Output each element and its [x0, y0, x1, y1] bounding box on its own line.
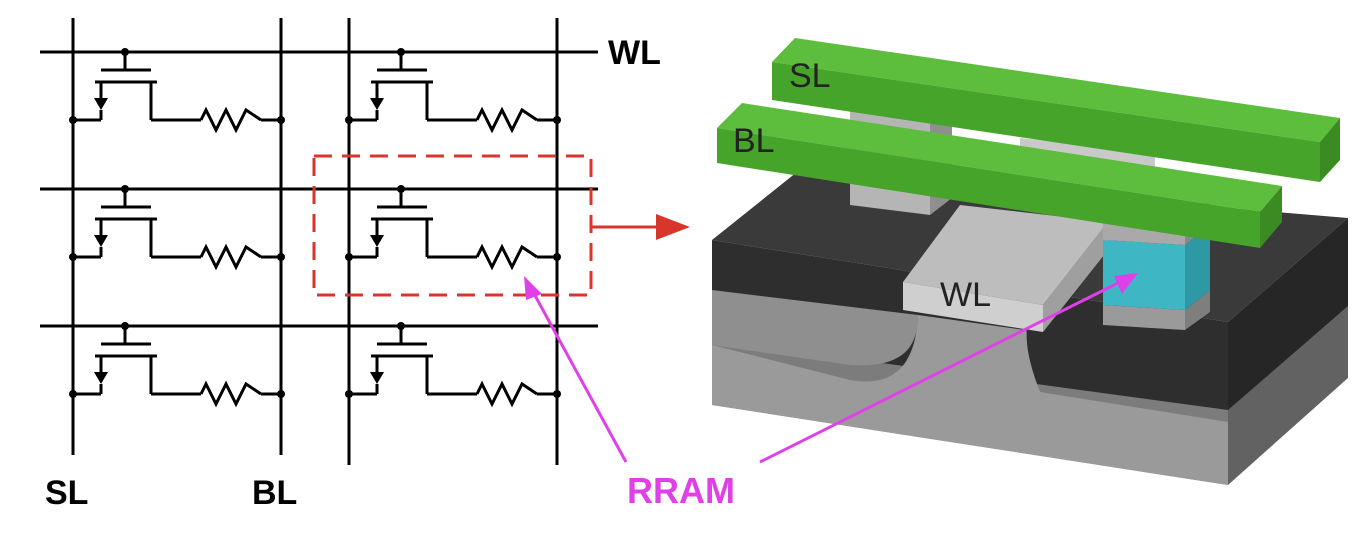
well-side: [1228, 218, 1348, 410]
schematic-bl-label: BL: [252, 474, 297, 512]
selected-cell-box: [312, 154, 593, 297]
sl-metal-front: [772, 62, 1320, 182]
memory-cell-r1-c1: [69, 48, 285, 134]
rram-arrow-to-schematic: [530, 289, 628, 463]
device-sl-label: SL: [789, 57, 831, 95]
sl-metal-top: [772, 38, 1340, 142]
rram-pointer-arrows: [524, 273, 1138, 464]
schematic-sl-label: SL: [45, 474, 88, 512]
device-bl-label: BL: [733, 122, 775, 160]
memory-cell-r3-c1: [69, 322, 285, 408]
zoom-arrow: [591, 214, 690, 240]
memory-cell-r2-c1: [69, 185, 285, 271]
wl-gate-top: [903, 205, 1108, 305]
channel-left: [712, 315, 1228, 485]
bl-metal-front: [717, 128, 1260, 248]
rram-cell-side: [1185, 225, 1210, 310]
rram-cell-front: [1103, 240, 1185, 310]
memory-cell-r1-c2: [345, 48, 561, 134]
substrate-side-face: [1228, 306, 1348, 485]
memory-cell-r2-c2: [345, 185, 561, 271]
device-wl-label: WL: [940, 276, 991, 314]
channel-region: [712, 290, 918, 366]
wl-gate-side: [1043, 222, 1108, 332]
drain-contact-front: [1103, 305, 1185, 330]
rram-label: RRAM: [627, 470, 735, 511]
bl-metal-top: [717, 103, 1282, 212]
device-3d-view: WL SL BL: [712, 38, 1348, 485]
wl-gate-front: [903, 282, 1043, 332]
memory-cell-r3-c2: [345, 322, 561, 408]
schematic-array: [40, 18, 598, 465]
schematic-wl-label: WL: [608, 34, 661, 72]
rram-arrow-to-device: [759, 280, 1121, 464]
